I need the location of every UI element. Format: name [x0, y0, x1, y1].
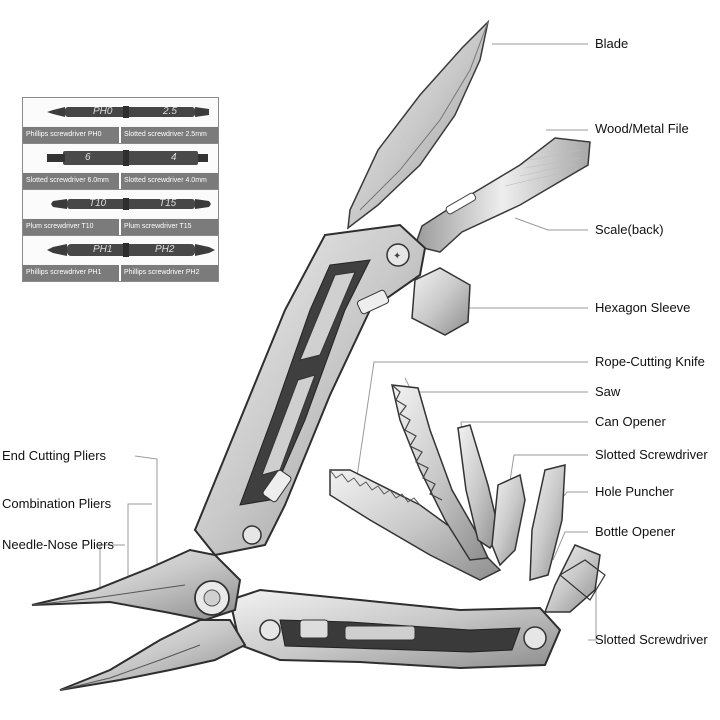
label-slotted-screwdriver-1: Slotted Screwdriver — [595, 447, 708, 462]
bit-card-6.0-4.0: 6 4 Slotted screwdriver 6.0mm Slotted sc… — [22, 143, 219, 190]
slotted-screwdriver-1 — [491, 473, 526, 567]
label-needle-nose-pliers: Needle-Nose Pliers — [2, 537, 114, 552]
label-end-cutting-pliers: End Cutting Pliers — [2, 448, 107, 463]
label-can-opener: Can Opener — [595, 414, 666, 429]
bit-image: PH0 2.5 — [23, 98, 218, 126]
caption-divider — [119, 265, 121, 281]
caption-divider — [119, 127, 121, 143]
bit-image: PH1 PH2 — [23, 236, 218, 264]
label-slotted-screwdriver-2: Slotted Screwdriver — [595, 632, 708, 647]
bit-caption-left: Phillips screwdriver PH0 — [23, 127, 121, 143]
rope-cutting-knife — [329, 469, 502, 581]
bit-mark-right: T15 — [159, 198, 177, 209]
caption-divider — [119, 173, 121, 189]
bit-caption-left: Plum screwdriver T10 — [23, 219, 121, 235]
bit-mark-left: T10 — [89, 198, 107, 209]
bit-caption-right: Slotted screwdriver 2.5mm — [121, 127, 218, 143]
label-rope-cutting-knife: Rope-Cutting Knife — [595, 354, 705, 369]
blade — [347, 19, 490, 230]
label-scale-back: Scale(back) — [595, 222, 664, 237]
bit-caption-right: Slotted screwdriver 4.0mm — [121, 173, 218, 189]
bit-caption-left: Slotted screwdriver 6.0mm — [23, 173, 121, 189]
bit-mark-right: PH2 — [155, 244, 175, 255]
label-hole-puncher: Hole Puncher — [595, 484, 674, 499]
saw — [391, 384, 490, 561]
bit-mark-left: PH0 — [93, 106, 113, 117]
bit-mark-right: 2.5 — [163, 106, 177, 117]
label-bottle-opener: Bottle Opener — [595, 524, 676, 539]
bit-card-ph0-2.5: PH0 2.5 Phillips screwdriver PH0 Slotted… — [22, 97, 219, 144]
bit-caption-right: Phillips screwdriver PH2 — [121, 265, 218, 281]
wood-metal-file — [414, 137, 591, 253]
bit-mark-right: 4 — [171, 152, 177, 163]
pliers-lower-jaw — [59, 619, 247, 691]
bottle-opener — [543, 544, 601, 613]
label-combination-pliers: Combination Pliers — [2, 496, 112, 511]
label-saw: Saw — [595, 384, 621, 399]
bit-image: 6 4 — [23, 144, 218, 172]
caption-divider — [119, 219, 121, 235]
pliers-upper-jaw — [31, 548, 242, 622]
bit-caption-right: Plum screwdriver T15 — [121, 219, 218, 235]
bit-mark-left: PH1 — [93, 244, 113, 255]
hexagon-sleeve — [411, 267, 471, 336]
bit-image: T10 T15 — [23, 190, 218, 218]
bit-card-t10-t15: T10 T15 Plum screwdriver T10 Plum screwd… — [22, 189, 219, 236]
label-wood-metal-file: Wood/Metal File — [595, 121, 689, 136]
svg-text:✦: ✦ — [393, 251, 401, 262]
bit-caption-left: Phillips screwdriver PH1 — [23, 265, 121, 281]
bit-card-ph1-ph2: PH1 PH2 Phillips screwdriver PH1 Phillip… — [22, 235, 219, 282]
pivot-screw — [386, 243, 410, 267]
hole-puncher — [529, 464, 566, 581]
bit-mark-left: 6 — [85, 152, 91, 163]
label-hexagon-sleeve: Hexagon Sleeve — [595, 300, 691, 315]
label-blade: Blade — [595, 36, 629, 51]
